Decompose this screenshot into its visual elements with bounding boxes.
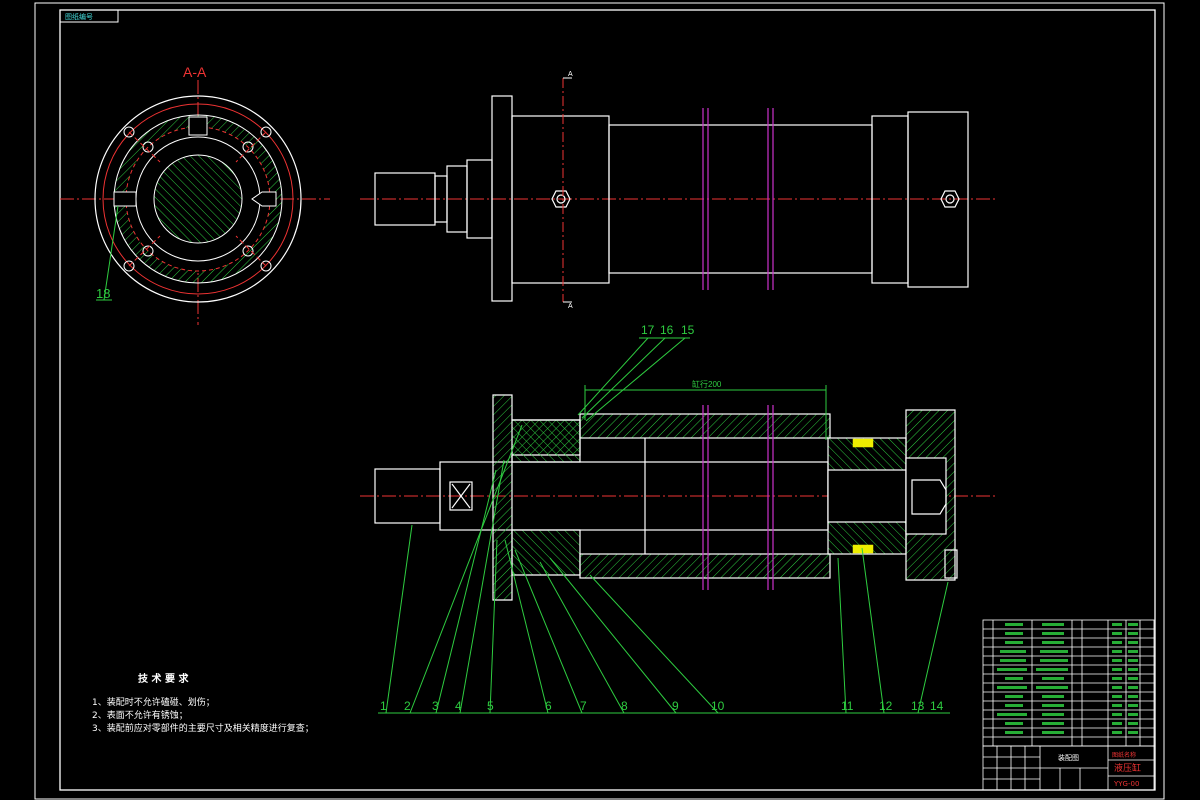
title-drawing-no: YYG-00 — [1113, 780, 1139, 788]
title-block — [982, 745, 1155, 791]
section-view-aa: A-A 18 — [60, 64, 330, 325]
balloon-17: 17 — [641, 323, 655, 337]
inner-frame — [59, 9, 1156, 791]
tech-requirement-2: 2、表面不允许有锈蚀； — [92, 709, 188, 721]
title-main-name: 液压缸 — [1114, 762, 1141, 774]
balloon-14: 14 — [930, 699, 944, 713]
leaders-bottom — [378, 424, 950, 714]
section-mark-bottom: A — [568, 303, 573, 310]
balloon-12: 12 — [879, 699, 893, 713]
balloon-10: 10 — [711, 699, 725, 713]
balloon-7: 7 — [580, 699, 587, 713]
corner-tag: 图纸编号 — [65, 12, 93, 21]
section-mark-top: A — [568, 71, 573, 78]
balloon-3: 3 — [432, 699, 439, 713]
balloon-18: 18 — [96, 286, 110, 301]
balloon-13: 13 — [911, 699, 925, 713]
stroke-dimension: 缸行200 — [692, 379, 722, 389]
balloon-2: 2 — [404, 699, 411, 713]
balloon-1: 1 — [380, 699, 387, 713]
balloon-15: 15 — [681, 323, 695, 337]
elevation-view — [360, 77, 995, 303]
tech-requirements: 技 术 要 求 1、装配时不允许磕碰、划伤； 2、表面不允许有锈蚀； 3、装配前… — [92, 672, 314, 734]
parts-list — [982, 619, 1155, 747]
balloon-11: 11 — [841, 699, 854, 713]
balloon-9: 9 — [672, 699, 679, 713]
balloon-5: 5 — [487, 699, 494, 713]
corner-tag-box — [59, 9, 119, 23]
parts-list-fill — [997, 623, 1138, 734]
title-sub-name: 图纸名称 — [1112, 751, 1136, 759]
balloon-4: 4 — [455, 699, 462, 713]
outer-frame — [34, 2, 1165, 800]
title-company: 装配图 — [1058, 753, 1079, 762]
leaders-top — [577, 337, 690, 422]
section-view-longitudinal — [360, 385, 995, 601]
section-title: A-A — [183, 64, 207, 80]
tech-requirement-1: 1、装配时不允许磕碰、划伤； — [92, 696, 215, 708]
balloon-16: 16 — [660, 323, 674, 337]
tech-requirements-title: 技 术 要 求 — [138, 672, 189, 685]
tech-requirement-3: 3、装配前应对零部件的主要尺寸及相关精度进行复查； — [92, 722, 314, 734]
balloon-6: 6 — [545, 699, 552, 713]
balloon-8: 8 — [621, 699, 628, 713]
balloon-labels-bottom: 1 2 3 4 5 6 7 8 9 10 11 12 13 14 — [380, 699, 944, 713]
